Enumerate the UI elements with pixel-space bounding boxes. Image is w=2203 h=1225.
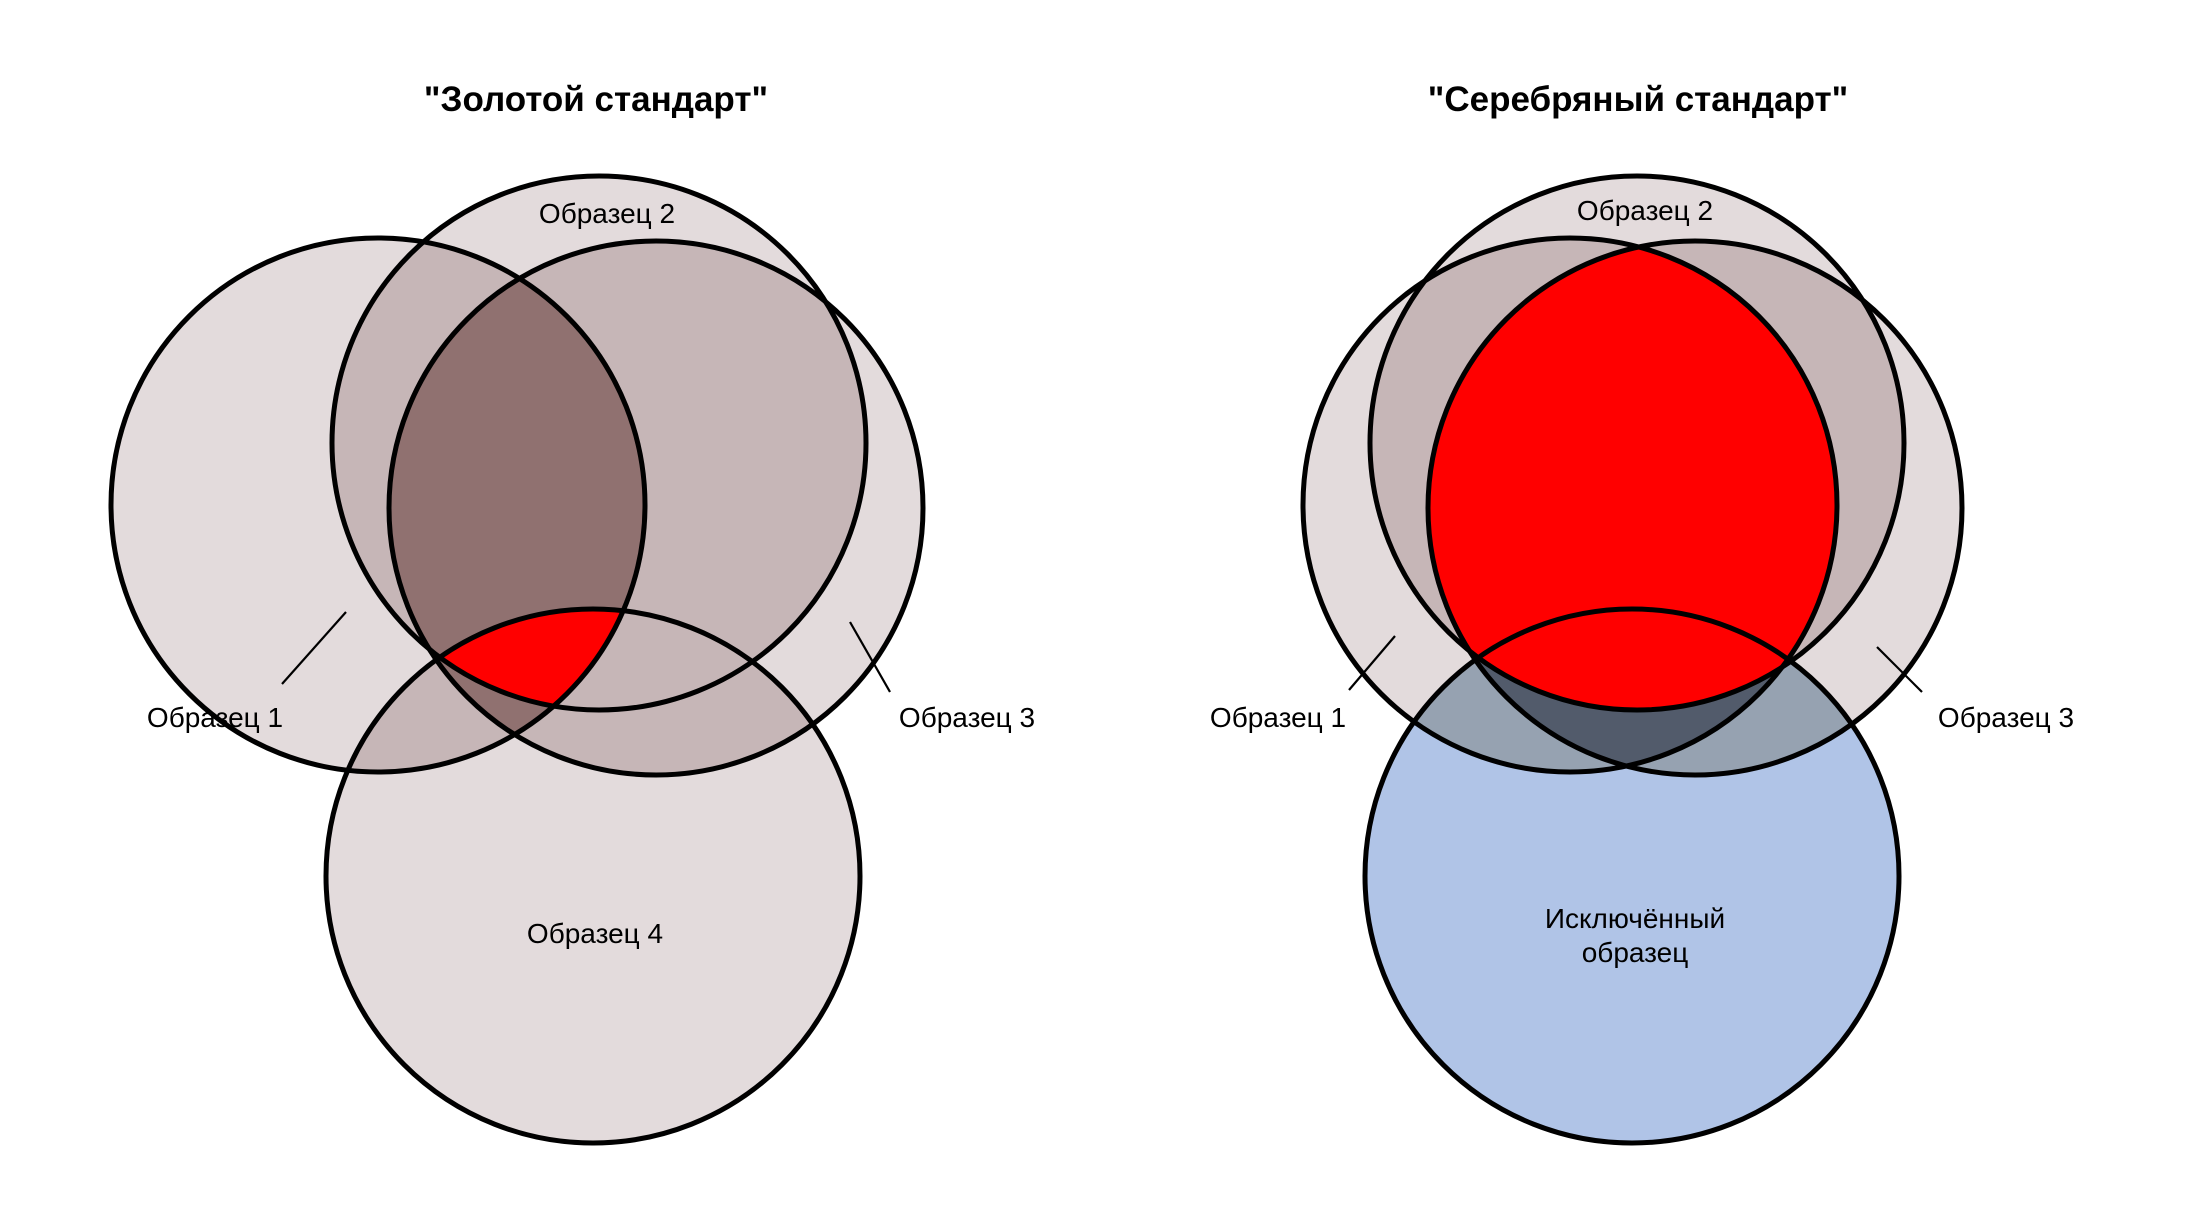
gold-sample1-outline xyxy=(108,235,648,775)
silver-sample1-leader xyxy=(1348,635,1396,691)
gold-sample3-outline xyxy=(386,238,926,778)
gold-overlap-1-4 xyxy=(326,609,645,772)
silver-sample1-label: Образец 1 xyxy=(1210,702,1346,733)
gold-sample1-label: Образец 1 xyxy=(147,702,283,733)
silver-sample1-outline xyxy=(1300,235,1840,775)
silver-sample3-label: Образец 3 xyxy=(1938,702,2074,733)
gold-sample3-leader xyxy=(849,621,891,693)
gold-sample3-label: Образец 3 xyxy=(899,702,1035,733)
gold-sample4-outline xyxy=(323,606,863,1146)
gold-title: "Золотой стандарт" xyxy=(424,80,768,119)
silver-title: "Серебряный стандарт" xyxy=(1428,80,1849,119)
silver-outlines xyxy=(1300,173,1965,1146)
gold-sample1-leader xyxy=(281,611,347,685)
silver-standard-diagram: "Серебряный стандарт" xyxy=(1210,80,2074,1146)
silver-sample3-outline xyxy=(1425,238,1965,778)
gold-sample4-label: Образец 4 xyxy=(527,918,663,949)
silver-sample2-outline xyxy=(1367,173,1907,713)
silver-sample3-leader xyxy=(1876,646,1923,693)
silver-fills xyxy=(1303,176,1962,1143)
gold-sample2-label: Образец 2 xyxy=(539,198,675,229)
gold-sample2-outline xyxy=(329,173,869,713)
gold-fills xyxy=(111,176,923,1143)
gold-outlines xyxy=(108,173,926,1146)
silver-excluded-label-line1: Исключённый xyxy=(1545,903,1725,934)
silver-excluded-outline xyxy=(1362,606,1902,1146)
gold-standard-diagram: "Золотой стандарт" xyxy=(108,80,1035,1146)
silver-sample2-label: Образец 2 xyxy=(1577,195,1713,226)
silver-excluded-label-line2: образец xyxy=(1582,937,1689,968)
